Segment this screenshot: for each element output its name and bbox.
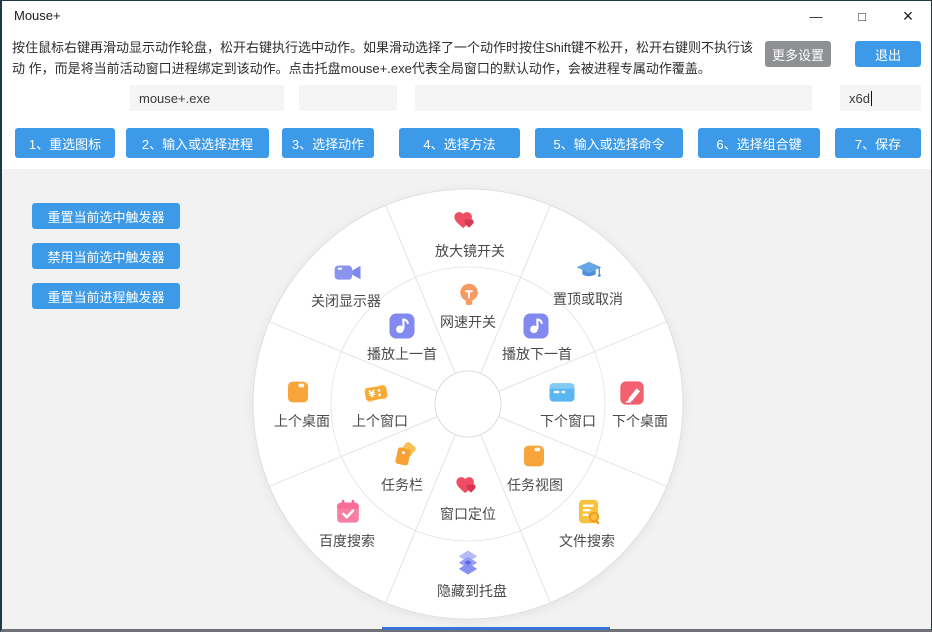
wheel-item-net-speed-toggle[interactable]: 网速开关 xyxy=(440,314,496,330)
hearts-icon[interactable] xyxy=(451,207,481,237)
wheel-item-magnifier-toggle[interactable]: 放大镜开关 xyxy=(435,243,505,259)
description-text: 按住鼠标右键再滑动显示动作轮盘，松开右键执行选中动作。如果滑动选择了一个动作时按… xyxy=(12,37,762,79)
music-note-icon[interactable] xyxy=(521,311,551,341)
wheel-item-prev-desktop[interactable]: 上个桌面 xyxy=(274,413,330,429)
calendar-check-icon[interactable] xyxy=(333,496,363,526)
bulb-icon[interactable] xyxy=(454,280,484,310)
step-button-6[interactable]: 6、选择组合键 xyxy=(698,128,820,158)
minimize-button[interactable]: — xyxy=(809,8,823,24)
wheel-item-hide-to-tray[interactable]: 隐藏到托盘 xyxy=(437,583,507,599)
step-button-2[interactable]: 2、输入或选择进程 xyxy=(126,128,269,158)
music-note-icon[interactable] xyxy=(387,311,417,341)
document-search-icon[interactable] xyxy=(574,497,604,527)
wheel-item-play-prev[interactable]: 播放上一首 xyxy=(367,346,437,362)
trigger-button-3[interactable]: 重置当前进程触发器 xyxy=(32,283,180,309)
action-wheel[interactable] xyxy=(251,187,685,621)
video-camera-icon[interactable] xyxy=(333,258,363,288)
exit-button[interactable]: 退出 xyxy=(855,41,921,67)
window-icon[interactable] xyxy=(547,377,577,407)
window-title: Mouse+ xyxy=(14,8,61,23)
wheel-item-baidu-search[interactable]: 百度搜索 xyxy=(319,533,375,549)
bag-icon[interactable] xyxy=(519,441,549,471)
wheel-item-taskbar[interactable]: 任务栏 xyxy=(381,477,423,493)
wheel-item-task-view[interactable]: 任务视图 xyxy=(507,477,563,493)
pencil-icon[interactable] xyxy=(617,378,647,408)
hotkey-value: x6d xyxy=(849,90,870,106)
action-input[interactable] xyxy=(299,85,397,111)
layers-icon[interactable] xyxy=(453,548,483,578)
description-line-1: 按住鼠标右键再滑动显示动作轮盘，松开右键执行选中动作。如果滑动选择了一个动作时按… xyxy=(12,40,754,76)
wheel-item-window-position[interactable]: 窗口定位 xyxy=(440,506,496,522)
window-controls: — □ × xyxy=(793,1,931,31)
graduation-cap-icon[interactable] xyxy=(574,256,604,286)
wheel-item-file-search[interactable]: 文件搜索 xyxy=(559,533,615,549)
description-line-2: 作，而是将当前活动窗口进程绑定到该动作。点击托盘mouse+.exe代表全局窗口… xyxy=(28,61,711,76)
wheel-item-pin-on-top[interactable]: 置顶或取消 xyxy=(553,291,623,307)
wheel-item-play-next[interactable]: 播放下一首 xyxy=(502,346,572,362)
trigger-button-2[interactable]: 禁用当前选中触发器 xyxy=(32,243,180,269)
hotkey-input[interactable]: x6d xyxy=(840,85,921,111)
command-input[interactable] xyxy=(415,85,812,111)
wheel-item-next-desktop[interactable]: 下个桌面 xyxy=(612,413,668,429)
bag-icon[interactable] xyxy=(283,377,313,407)
tags-icon[interactable] xyxy=(390,441,420,471)
step-button-7[interactable]: 7、保存 xyxy=(835,128,921,158)
close-button[interactable]: × xyxy=(902,5,914,26)
hearts-icon[interactable] xyxy=(453,472,483,502)
svg-text:¥: ¥ xyxy=(368,389,376,401)
taskbar-peek xyxy=(382,627,610,630)
process-input[interactable]: mouse+.exe xyxy=(130,85,284,111)
ticket-icon[interactable]: ¥ xyxy=(361,378,391,408)
wheel-item-next-window[interactable]: 下个窗口 xyxy=(540,413,596,429)
trigger-button-1[interactable]: 重置当前选中触发器 xyxy=(32,203,180,229)
step-button-1[interactable]: 1、重选图标 xyxy=(15,128,115,158)
wheel-item-close-display[interactable]: 关闭显示器 xyxy=(311,293,381,309)
title-bar: Mouse+ — □ × xyxy=(2,1,931,31)
maximize-button[interactable]: □ xyxy=(858,8,866,24)
step-button-4[interactable]: 4、选择方法 xyxy=(399,128,520,158)
text-caret xyxy=(870,90,872,106)
more-settings-button[interactable]: 更多设置 xyxy=(765,41,831,67)
step-button-3[interactable]: 3、选择动作 xyxy=(282,128,374,158)
step-button-5[interactable]: 5、输入或选择命令 xyxy=(535,128,683,158)
wheel-item-prev-window[interactable]: 上个窗口 xyxy=(352,413,408,429)
